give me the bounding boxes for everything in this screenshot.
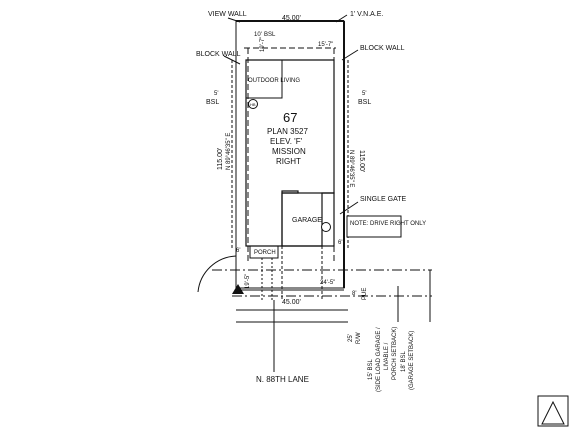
pue-dim: 8' xyxy=(352,291,356,297)
row-label: R/W xyxy=(356,332,362,344)
left-rear-offset: 19'-7" xyxy=(260,37,266,52)
left-side-bsl-label: BSL xyxy=(206,99,219,106)
gate-swing xyxy=(197,255,237,293)
left-front-offset: 19'-5" xyxy=(245,274,251,289)
right-depth-label: 115.00' xyxy=(358,150,365,172)
side-bsl-line2: (SIDE LOAD GARAGE / xyxy=(376,327,382,392)
right-rear-offset: 15'-7" xyxy=(318,42,333,48)
left-depth-label: 115.00' xyxy=(217,148,224,170)
leader-line xyxy=(339,201,359,215)
block-wall-right-label: BLOCK WALL xyxy=(360,45,405,52)
street-label: N. 88TH LANE xyxy=(256,375,309,384)
left-bearing-label: N 89°46'35" E xyxy=(226,133,232,170)
outdoor-living-label: OUTDOOR LIVING xyxy=(248,78,300,84)
rear-bsl-dim: 10' xyxy=(254,32,262,38)
porch-outline xyxy=(249,245,279,259)
plan-label: PLAN 3527 xyxy=(267,127,308,136)
benchmark-triangle-icon xyxy=(232,284,244,294)
elevation-label: ELEV. 'F' xyxy=(270,137,303,146)
side-bsl-line3: LIVABLE / xyxy=(384,342,390,370)
right-side-bsl-dim: 5' xyxy=(362,91,366,97)
vnae-label: 1' V.N.A.E. xyxy=(350,11,383,18)
block-wall-left-label: BLOCK WALL xyxy=(196,51,241,58)
single-gate-label: SINGLE GATE xyxy=(360,196,406,203)
right-front-offset: 24'-5" xyxy=(320,280,335,286)
side-bsl-line4: PORCH SETBACK) xyxy=(392,327,398,380)
garage-label: GARAGE xyxy=(292,217,322,224)
electric-marker xyxy=(321,222,331,232)
rear-bsl-label: BSL xyxy=(264,32,276,38)
right-bearing-label: N 89°46'35" E xyxy=(348,150,354,187)
side-bsl-line1: 15' BSL xyxy=(368,359,374,380)
porch-label: PORCH xyxy=(254,250,276,256)
right-side-bsl-label: BSL xyxy=(358,99,371,106)
lot-number: 67 xyxy=(283,110,297,125)
left-small-dim: 6' xyxy=(236,248,240,254)
hose-bib-marker xyxy=(248,99,258,109)
note-box xyxy=(346,215,402,238)
outdoor-living-outline xyxy=(246,59,283,99)
north-arrow-icon xyxy=(541,400,565,425)
top-width-label: 45.00' xyxy=(282,15,301,22)
right-small-dim: 6' xyxy=(338,240,342,246)
note-label: NOTE: DRIVE RIGHT ONLY xyxy=(350,221,426,227)
pue-label: PUE xyxy=(362,288,368,300)
garage-bsl-line2: (GARAGE SETBACK) xyxy=(409,331,415,390)
style-label: MISSION xyxy=(272,147,306,156)
north-arrow-box xyxy=(537,395,569,427)
leader-line xyxy=(341,49,359,61)
garage-bsl-line1: 18' BSL xyxy=(401,351,407,372)
row-dim: 25' xyxy=(348,334,354,342)
orientation-label: RIGHT xyxy=(276,157,301,166)
bottom-width-label: 45.00' xyxy=(282,299,301,306)
garage-outline xyxy=(281,192,335,247)
hb-label: HB xyxy=(250,102,256,107)
view-wall-label: VIEW WALL xyxy=(208,11,247,18)
left-side-bsl-dim: 5' xyxy=(214,91,218,97)
